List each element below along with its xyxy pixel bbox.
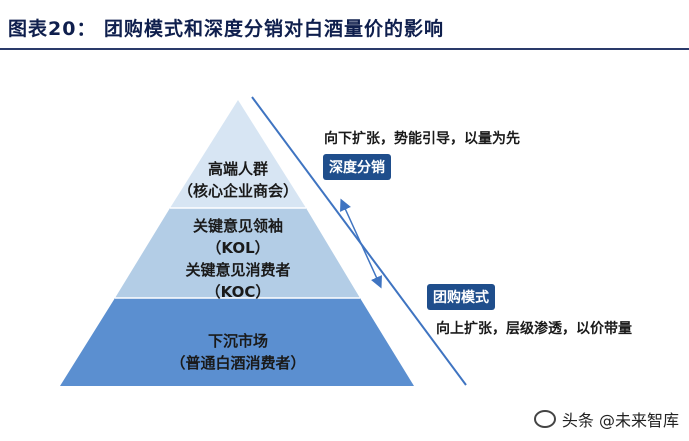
watermark: 头条 @未来智库 (533, 407, 679, 431)
top-note: 向下扩张，势能引导，以量为先 (324, 131, 520, 147)
pyramid-bottom-layer (60, 298, 414, 386)
watermark-text: 头条 @未来智库 (561, 411, 679, 430)
middle-label-2: 关键意见消费者 (185, 261, 291, 279)
middle-label-1: 关键意见领袖 (192, 217, 284, 235)
top-sublabel: （核心企业商会） (177, 182, 299, 200)
bottom-label: 下沉市场 (207, 332, 269, 350)
wechat-icon (533, 410, 556, 428)
bottom-note: 向上扩张，层级渗透，以价带量 (436, 321, 632, 337)
middle-sublabel-2: （KOC） (205, 283, 271, 301)
figure-title: 图表20： 团购模式和深度分销对白酒量价的影响 (8, 18, 445, 40)
bottom-sublabel: （普通白酒消费者） (170, 354, 306, 372)
pyramid-bottom-text: 下沉市场 （普通白酒消费者） (170, 330, 305, 374)
pyramid-middle-layer (115, 208, 360, 298)
pyramid-middle-text: 关键意见领袖 （KOL） 关键意见消费者 （KOC） (185, 215, 290, 303)
deep-distribution-tag: 深度分销 (323, 154, 391, 180)
title-divider (0, 48, 689, 50)
bidirectional-arrow (340, 198, 382, 289)
group-buying-tag: 团购模式 (427, 284, 495, 310)
pyramid-top-layer (170, 100, 306, 208)
pyramid-top-text: 高端人群 （核心企业商会） (178, 158, 298, 202)
middle-sublabel-1: （KOL） (206, 239, 270, 257)
top-label: 高端人群 (207, 160, 269, 178)
